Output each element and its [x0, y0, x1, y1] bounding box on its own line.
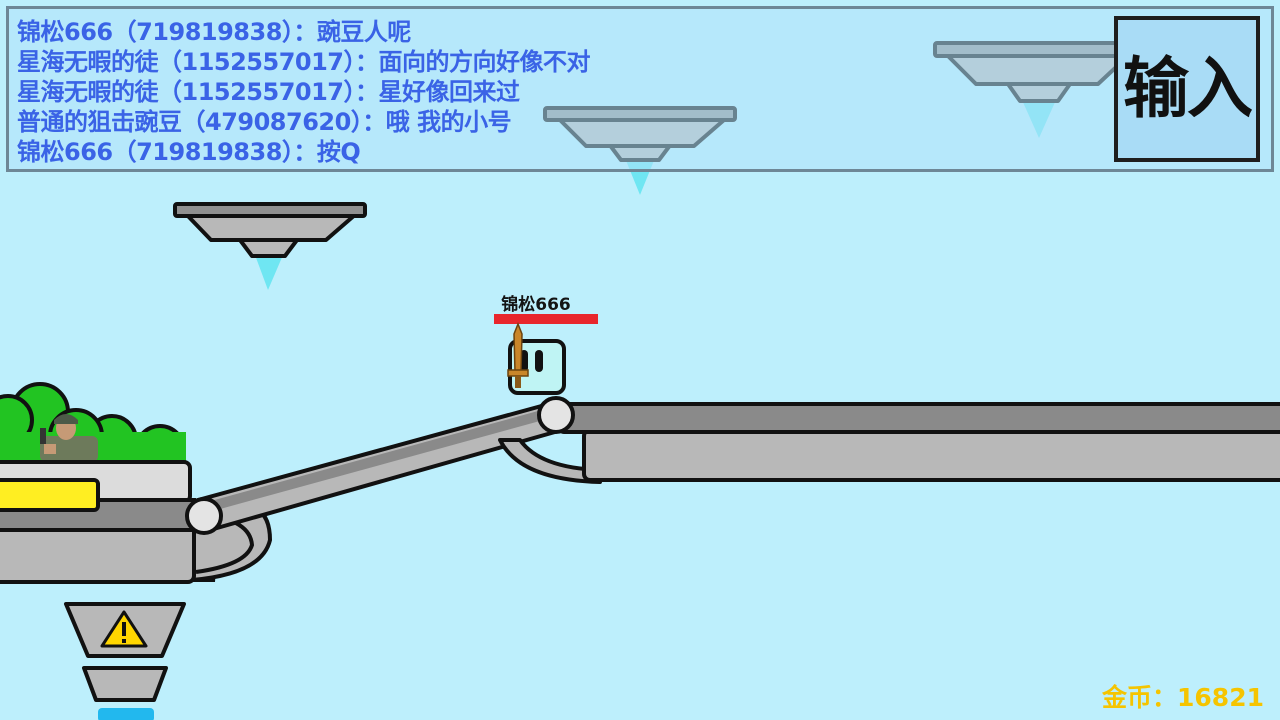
floating-platform-left [173, 202, 367, 290]
player-character[interactable] [507, 321, 566, 395]
player-name-label: 锦松666 [501, 295, 571, 315]
player-health-bar [494, 314, 598, 324]
sword-icon [507, 321, 529, 388]
chat-message: 锦松666（719819838）：豌豆人呢 [17, 18, 411, 46]
chat-message: 普通的狙击豌豆（479087620）：哦 我的小号 [17, 108, 512, 136]
chat-message: 星海无暇的徒（1152557017）：星好像回来过 [17, 78, 520, 106]
warning-icon [100, 610, 148, 648]
hanging-thruster [64, 602, 186, 720]
gold-label: 金币： [1102, 683, 1178, 712]
energy-bar [0, 478, 100, 512]
chat-message: 锦松666（719819838）：按Q [17, 138, 361, 166]
chat-panel: 锦松666（719819838）：豌豆人呢 星海无暇的徒（1152557017）… [6, 6, 1274, 172]
soldier-figure [40, 414, 98, 462]
right-long-platform [498, 402, 1280, 484]
jet-flame [255, 255, 283, 290]
chat-message: 星海无暇的徒（1152557017）：面向的方向好像不对 [17, 48, 591, 76]
gold-counter: 金币：16821 [1102, 678, 1264, 714]
ramp-joint-right [537, 396, 575, 434]
ramp-joint-left [185, 497, 223, 535]
chat-input-button[interactable]: 输入 [1114, 16, 1260, 162]
gold-value: 16821 [1177, 683, 1264, 712]
chat-message-list: 锦松666（719819838）：豌豆人呢 星海无暇的徒（1152557017）… [17, 17, 591, 167]
left-base-platform [0, 460, 272, 584]
ramp [196, 400, 564, 532]
